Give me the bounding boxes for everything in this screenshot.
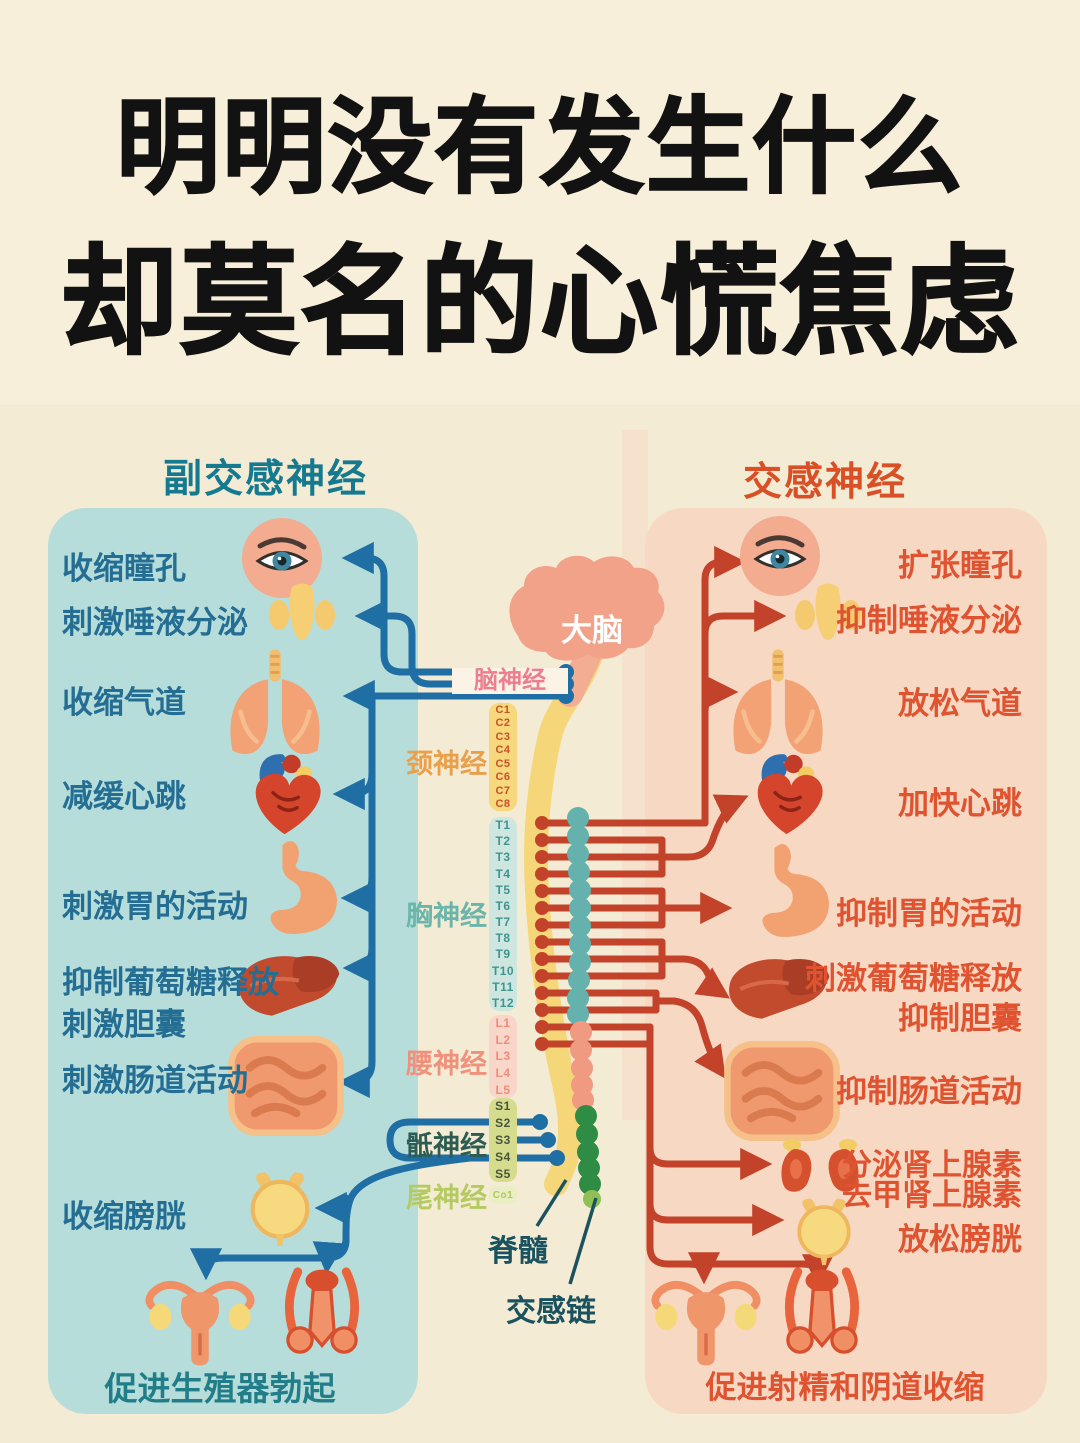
spine-segment: T11 [492,979,514,994]
spine-segment: T6 [495,898,511,913]
spine-segment: T5 [495,882,511,897]
label-constrict-airway: 收缩气道 [62,685,186,720]
spine-segment: T2 [495,834,511,849]
spinal-cord-label: 脊髓 [488,1235,548,1268]
caption-promote-erection: 促进生殖器勃起 [104,1370,336,1407]
label-inhibit-stomach: 抑制胃的活动 [836,896,1022,931]
spine-segment: T7 [495,915,511,930]
title-line-1: 明明没有发生什么 [115,90,964,206]
label-stimulate-gallbladder: 刺激胆囊 [62,1007,186,1042]
label-relax-bladder: 放松膀胱 [898,1222,1022,1257]
spine-segment: T12 [491,995,515,1010]
label-secrete-adrenaline: 分泌肾上腺素 [842,1149,1022,1182]
label-dilate-pupil: 扩张瞳孔 [898,548,1022,583]
spine-segment: L4 [495,1066,511,1081]
spine-segment: L2 [495,1032,511,1047]
spinal-nerve-roots [535,816,549,1051]
spine-segment: S5 [495,1166,511,1181]
spine-segment: S4 [495,1149,511,1164]
spine-segment: T4 [495,866,511,881]
spine-segment: T3 [495,850,511,865]
label-inhibit-intestine: 抑制肠道活动 [836,1074,1022,1109]
spine-segment: T1 [495,818,511,833]
spine-segment: C6 [495,771,511,784]
coccygeal-segments: Co1 [489,1186,517,1204]
title-line-2: 却莫名的心慌焦虑 [59,237,1020,369]
label-stimulate-intestine: 刺激肠道活动 [62,1063,248,1098]
spine-segment: L3 [495,1049,511,1064]
sympathetic-chain-label: 交感链 [506,1295,596,1328]
label-speed-heartbeat: 加快心跳 [898,786,1022,821]
spine-segment: T8 [495,931,511,946]
label-inhibit-glucose-release: 抑制葡萄糖释放 [62,965,279,1000]
label-noradrenaline: 去甲肾上腺素 [842,1179,1022,1212]
spine-segment: C3 [495,730,511,743]
spine-segment: S1 [495,1099,511,1114]
label-relax-airway: 放松气道 [898,686,1022,721]
spine-segment: S2 [495,1116,511,1131]
parasympathetic-header: 副交感神经 [163,458,369,501]
spine-segment: C5 [495,757,511,770]
label-inhibit-saliva: 抑制唾液分泌 [836,603,1022,638]
cranial-nerves-label: 脑神经 [452,668,568,694]
spine-segment: L1 [495,1016,511,1031]
sacral-nerves-label: 骶神经 [406,1131,487,1161]
spine-segment: C1 [495,703,511,716]
spine-segment: S3 [495,1132,511,1147]
sympathetic-header: 交感神经 [743,461,908,504]
thoracic-nerves-label: 胸神经 [406,901,487,931]
label-stimulate-glucose-release: 刺激葡萄糖释放 [805,961,1022,996]
spine-segment: T10 [491,963,515,978]
nervous-system-diagram: 副交感神经 交感神经 [0,405,1080,1443]
coccygeal-nerves-label: 尾神经 [406,1183,487,1213]
spine-segment: Co1 [492,1189,514,1201]
label-constrict-pupil: 收缩瞳孔 [62,551,186,586]
spine-segment: T9 [495,947,511,962]
label-contract-bladder: 收缩膀胱 [62,1199,186,1234]
cranial-sacral-roots [532,664,574,1166]
spine-segment: L5 [495,1082,511,1097]
brain-label: 大脑 [561,613,623,648]
label-inhibit-gallbladder: 抑制胆囊 [898,1001,1022,1036]
spine-segment: C7 [495,784,511,797]
label-stimulate-stomach: 刺激胃的活动 [62,889,248,924]
spinal-cord [524,623,609,1196]
sympathetic-chain [567,807,601,1208]
spine-segment: C4 [495,744,511,757]
cervical-nerves-label: 颈神经 [406,749,487,779]
label-slow-heartbeat: 减缓心跳 [62,779,186,814]
spine-segment: C2 [495,717,511,730]
caption-promote-ejaculation: 促进射精和阴道收缩 [705,1370,985,1405]
spine-segment: C8 [495,798,511,811]
lumbar-nerves-label: 腰神经 [406,1049,487,1079]
label-stimulate-saliva: 刺激唾液分泌 [62,605,248,640]
